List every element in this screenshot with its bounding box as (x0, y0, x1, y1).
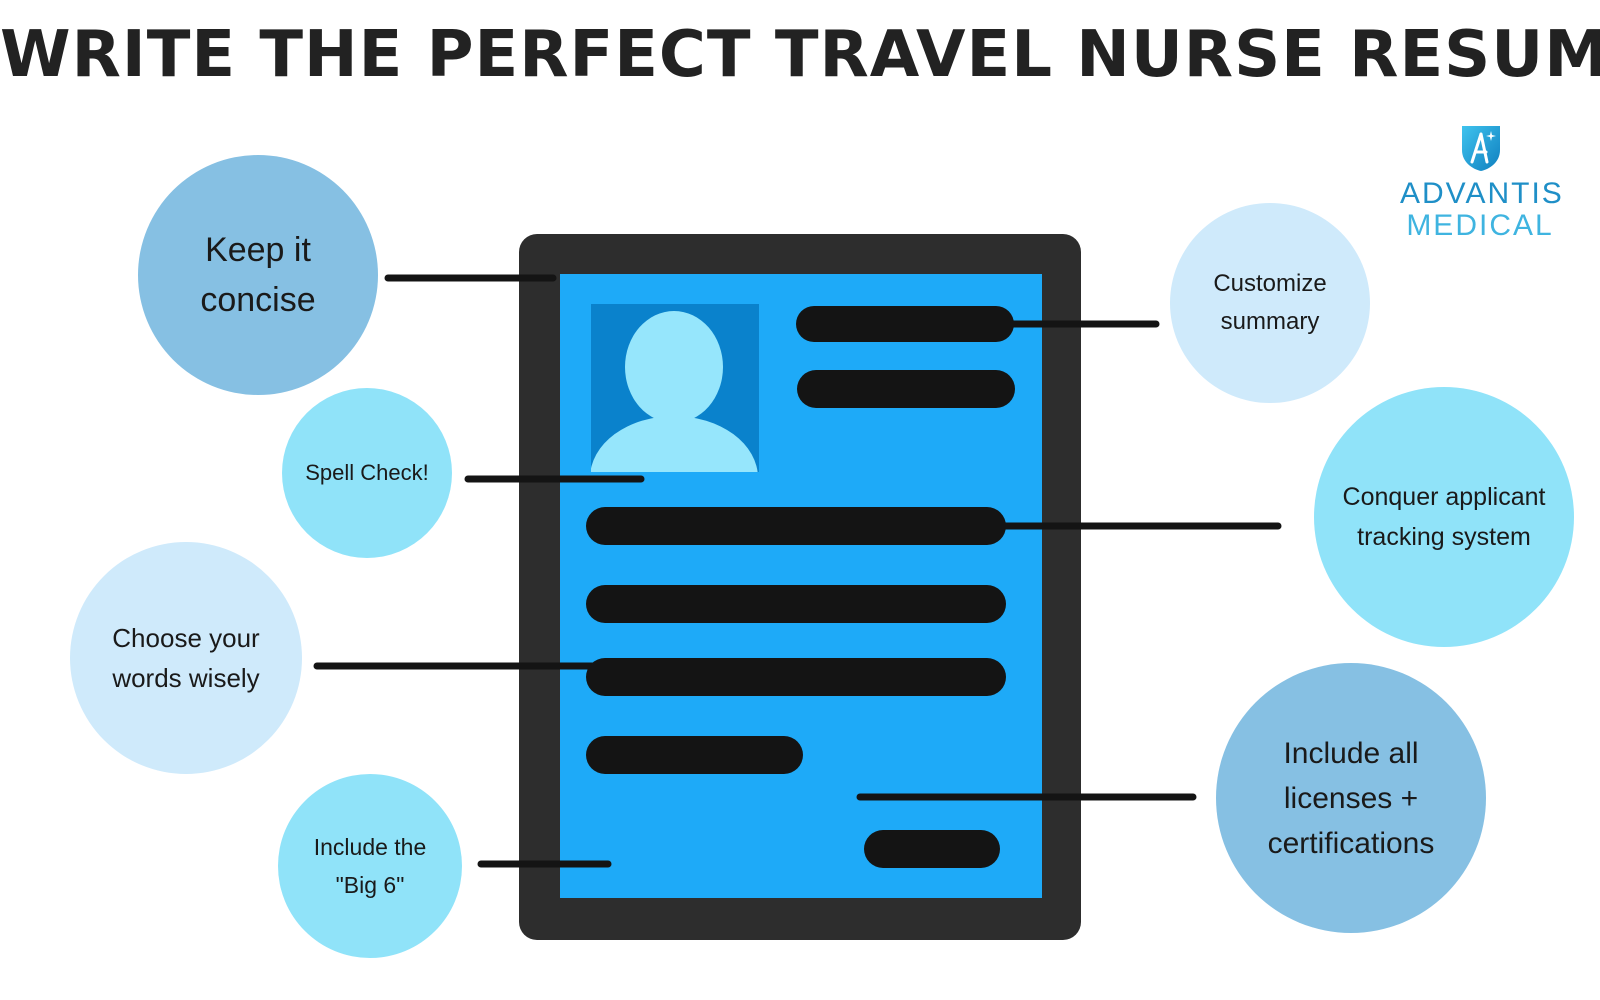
logo-text-line2: MEDICAL (1406, 209, 1554, 242)
tip-spell-check: Spell Check! (282, 388, 452, 558)
tip-keep-concise: Keep it concise (138, 155, 378, 395)
tip-licenses: Include all licenses + certifications (1216, 663, 1486, 933)
tip-licenses-label: Include all licenses + certifications (1267, 736, 1435, 860)
tip-customize-summary-label: Customize summary (1213, 270, 1327, 335)
resume-bar-signature (864, 830, 1000, 868)
tip-choose-words: Choose your words wisely (70, 542, 302, 774)
resume-bar-contact (797, 370, 1015, 408)
tip-conquer-ats: Conquer applicant tracking system (1314, 387, 1574, 647)
resume-bar-summary (586, 507, 1006, 545)
resume-bar-education (586, 736, 803, 774)
tip-conquer-ats-label: Conquer applicant tracking system (1342, 483, 1546, 551)
tip-big6: Include the "Big 6" (278, 774, 462, 958)
user-silhouette-icon (591, 304, 759, 472)
tip-spell-check-label: Spell Check! (305, 460, 429, 485)
resume-bar-experience (586, 585, 1006, 623)
tip-keep-concise-label: Keep it concise (200, 231, 316, 319)
advantis-logo-icon (1462, 126, 1500, 171)
brand-logo: ADVANTIS MEDICAL (1400, 122, 1564, 242)
logo-text-line1: ADVANTIS (1400, 177, 1564, 210)
tip-choose-words-label: Choose your words wisely (112, 623, 260, 693)
resume-bar-skills (586, 658, 1006, 696)
tip-customize-summary: Customize summary (1170, 203, 1370, 403)
tip-big6-label: Include the "Big 6" (313, 834, 427, 898)
page-title: WRITE THE PERFECT TRAVEL NURSE RESUME (0, 18, 1600, 92)
